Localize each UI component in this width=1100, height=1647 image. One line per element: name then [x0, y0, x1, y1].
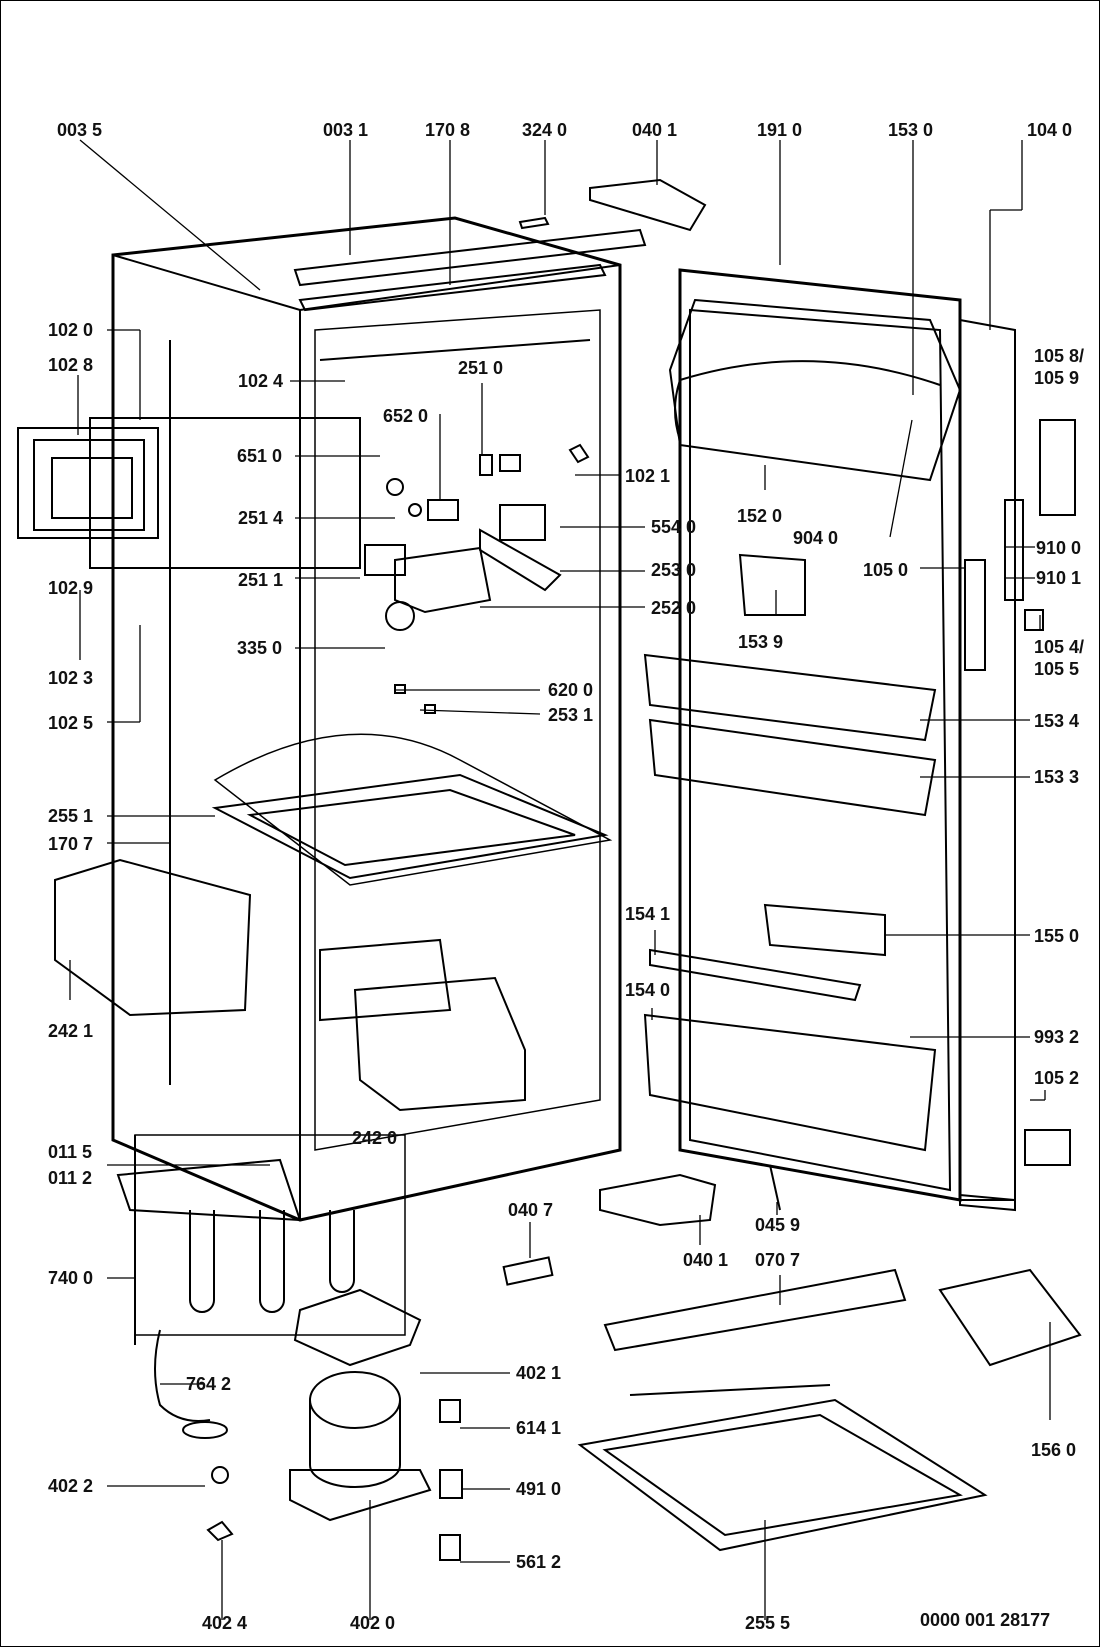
label-102-3: 102 3	[48, 668, 94, 688]
label-904-0: 904 0	[793, 528, 839, 548]
label-242-0: 242 0	[352, 1128, 398, 1148]
label-105-0: 105 0	[863, 560, 909, 580]
label-910-1: 910 1	[1036, 568, 1082, 588]
label-155-0: 155 0	[1034, 926, 1080, 946]
label-402-0: 402 0	[350, 1613, 396, 1633]
label-652-0: 652 0	[383, 406, 429, 426]
label-045-9: 045 9	[755, 1215, 801, 1235]
label-255-5: 255 5	[745, 1613, 791, 1633]
label-251-0: 251 0	[458, 358, 504, 378]
label-102-1: 102 1	[625, 466, 671, 486]
label-255-1: 255 1	[48, 806, 94, 826]
label-253-1: 253 1	[548, 705, 594, 725]
label-156-0: 156 0	[1031, 1440, 1077, 1460]
label-252-0: 252 0	[651, 598, 697, 618]
label-102-5: 102 5	[48, 713, 94, 733]
label-105-2: 105 2	[1034, 1068, 1080, 1088]
label-102-8: 102 8	[48, 355, 94, 375]
document-number: 0000 001 28177	[920, 1610, 1051, 1630]
label-614-1: 614 1	[516, 1418, 562, 1438]
label-154-0: 154 0	[625, 980, 671, 1000]
label-011-2: 011 2	[48, 1168, 93, 1188]
label-040-1-top: 040 1	[632, 120, 678, 140]
label-154-1: 154 1	[625, 904, 671, 924]
label-561-2: 561 2	[516, 1552, 562, 1572]
label-554-0: 554 0	[651, 517, 697, 537]
label-651-0: 651 0	[237, 446, 283, 466]
label-070-7: 070 7	[755, 1250, 801, 1270]
label-910-0: 910 0	[1036, 538, 1082, 558]
label-740-0: 740 0	[48, 1268, 94, 1288]
label-102-4: 102 4	[238, 371, 284, 391]
label-620-0: 620 0	[548, 680, 594, 700]
label-170-8: 170 8	[425, 120, 471, 140]
label-491-0: 491 0	[516, 1479, 562, 1499]
label-102-0: 102 0	[48, 320, 94, 340]
label-153-4: 153 4	[1034, 711, 1080, 731]
label-253-0: 253 0	[651, 560, 697, 580]
label-251-4: 251 4	[238, 508, 284, 528]
label-335-0: 335 0	[237, 638, 283, 658]
cabinet-outline	[111, 216, 622, 1222]
door-outline	[678, 268, 962, 1202]
label-011-5: 011 5	[48, 1142, 93, 1162]
label-191-0: 191 0	[757, 120, 803, 140]
label-402-2: 402 2	[48, 1476, 94, 1496]
label-040-1-bottom: 040 1	[683, 1250, 729, 1270]
label-402-1: 402 1	[516, 1363, 562, 1383]
label-993-2: 993 2	[1034, 1027, 1080, 1047]
label-105-4-105-5: 105 4/ 105 5	[1034, 637, 1085, 679]
label-251-1: 251 1	[238, 570, 284, 590]
label-003-5: 003 5	[57, 120, 103, 140]
label-152-0: 152 0	[737, 506, 783, 526]
label-153-9: 153 9	[738, 632, 784, 652]
label-242-1: 242 1	[48, 1021, 94, 1041]
label-402-4: 402 4	[202, 1613, 248, 1633]
label-104-0: 104 0	[1027, 120, 1073, 140]
label-170-7: 170 7	[48, 834, 94, 854]
label-040-7: 040 7	[508, 1200, 554, 1220]
label-102-9: 102 9	[48, 578, 94, 598]
label-105-8-105-9: 105 8/ 105 9	[1034, 346, 1085, 388]
label-153-0: 153 0	[888, 120, 934, 140]
label-153-3: 153 3	[1034, 767, 1080, 787]
label-003-1: 003 1	[323, 120, 369, 140]
label-764-2: 764 2	[186, 1374, 232, 1394]
label-324-0: 324 0	[522, 120, 568, 140]
